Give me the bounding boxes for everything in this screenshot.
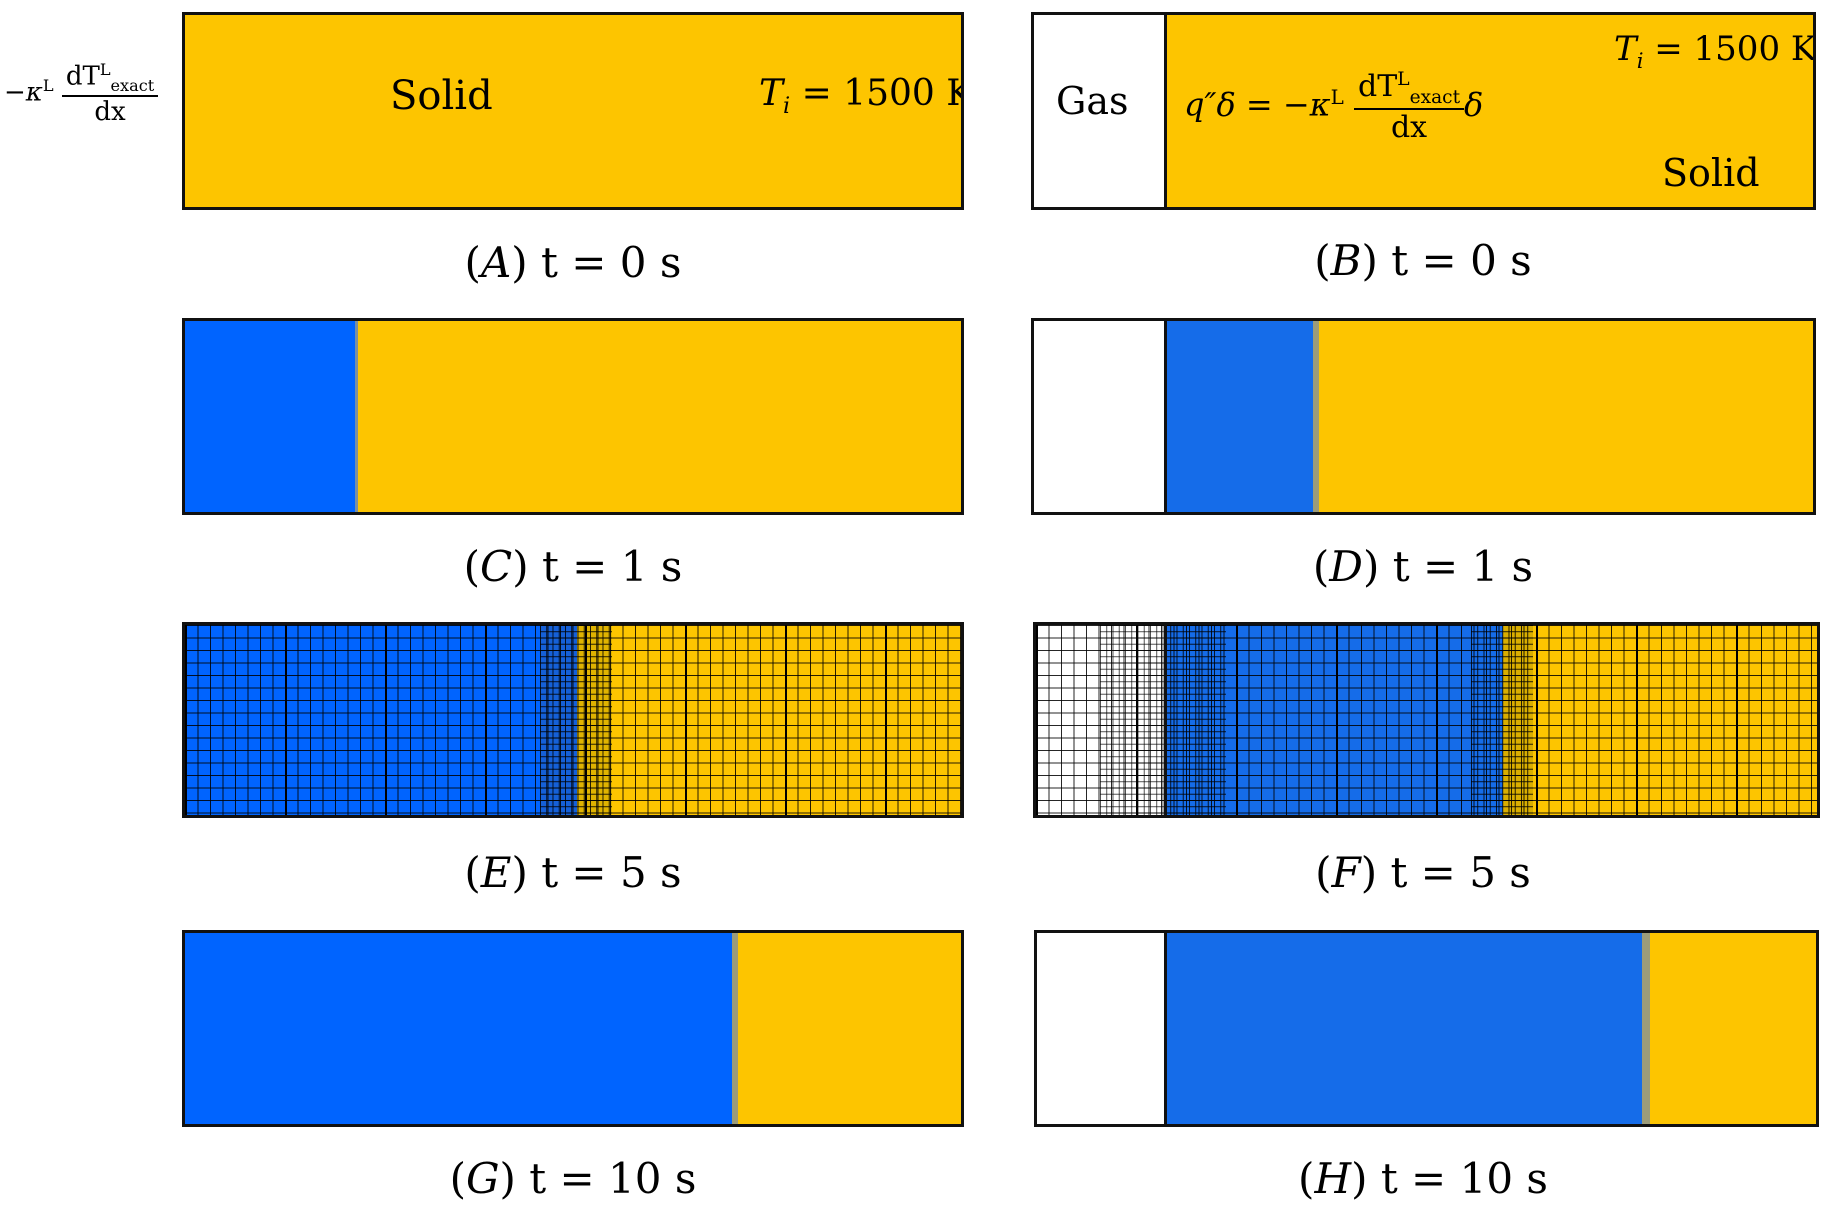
panel-g-interface	[732, 933, 738, 1124]
panel-b-gas-region	[1034, 15, 1164, 207]
caption-d: (D) t = 1 s	[1312, 542, 1534, 591]
caption-a: (A) t = 0 s	[464, 238, 682, 287]
panel-a: Solid Ti = 1500 K	[182, 12, 964, 210]
panel-a-flux-expression: −κL dTLexact dx	[4, 60, 159, 127]
panel-b-q-right: δ	[1464, 85, 1484, 124]
panel-h-liquid-region	[1167, 933, 1642, 1124]
caption-d-letter: D	[1329, 542, 1363, 591]
flux-fraction: dTLexact dx	[61, 60, 159, 127]
panel-b-solid-label: Solid	[1662, 151, 1760, 195]
flux-num-sub: exact	[110, 75, 155, 95]
flux-kappa-sup: L	[42, 75, 54, 95]
flux-kappa: −κ	[4, 77, 43, 108]
panel-d-interface	[1313, 321, 1319, 512]
panel-h	[1034, 930, 1819, 1127]
panel-h-gas-region	[1037, 933, 1164, 1124]
panel-a-solid-label: Solid	[390, 73, 493, 119]
caption-g-time: t = 10 s	[529, 1154, 697, 1203]
caption-f-letter: F	[1331, 848, 1361, 897]
caption-f: (F) t = 5 s	[1315, 848, 1531, 897]
caption-f-time: t = 5 s	[1390, 848, 1531, 897]
panel-b-num-sup: L	[1397, 69, 1410, 90]
panel-d-gas-region	[1034, 321, 1164, 512]
panel-g	[182, 930, 964, 1127]
panel-b-num-sub: exact	[1409, 87, 1461, 108]
flux-denominator: dx	[94, 96, 126, 127]
panel-b-numerator: dTLexact	[1354, 69, 1465, 110]
caption-h-time: t = 10 s	[1380, 1154, 1548, 1203]
caption-e: (E) t = 5 s	[464, 848, 682, 897]
caption-c-time: t = 1 s	[541, 542, 683, 591]
panel-a-ti-value: = 1500 K	[801, 73, 964, 114]
panel-b: Gas Ti = 1500 K q″δ = −κL dTLexact dx δ …	[1031, 12, 1816, 210]
caption-a-letter: A	[480, 238, 512, 287]
panel-f	[1033, 622, 1820, 818]
caption-a-time: t = 0 s	[541, 238, 682, 287]
panel-b-ti-label: Ti = 1500 K	[1614, 29, 1816, 73]
panel-h-gas-boundary	[1164, 933, 1167, 1124]
panel-h-interface	[1642, 933, 1650, 1124]
flux-num-text: dT	[65, 61, 100, 92]
panel-b-gas-label: Gas	[1056, 79, 1129, 123]
panel-b-gas-boundary	[1164, 15, 1167, 207]
caption-b-letter: B	[1330, 236, 1362, 285]
panel-b-flux-expression: q″δ = −κL dTLexact dx δ	[1184, 69, 1483, 145]
panel-a-ti-label: Ti = 1500 K	[759, 73, 964, 119]
panel-e-block-lines	[185, 625, 961, 815]
caption-g-letter: G	[465, 1154, 500, 1203]
panel-g-liquid-region	[185, 933, 732, 1124]
panel-d	[1031, 318, 1816, 515]
caption-e-letter: E	[480, 848, 512, 897]
panel-e	[182, 622, 964, 818]
panel-c	[182, 318, 964, 515]
panel-f-gas-boundary	[1164, 625, 1167, 815]
panel-b-q-sup: L	[1330, 85, 1344, 109]
caption-h-letter: H	[1314, 1154, 1352, 1203]
caption-c: (C) t = 1 s	[463, 542, 683, 591]
panel-b-num-text: dT	[1358, 69, 1398, 104]
panel-d-gas-boundary	[1164, 321, 1167, 512]
panel-b-fraction: dTLexact dx	[1354, 69, 1465, 145]
caption-h: (H) t = 10 s	[1298, 1154, 1548, 1203]
panel-b-denominator: dx	[1390, 110, 1428, 145]
panel-b-ti-value: = 1500 K	[1654, 29, 1816, 69]
caption-e-time: t = 5 s	[541, 848, 682, 897]
caption-b-time: t = 0 s	[1391, 236, 1532, 285]
caption-c-letter: C	[480, 542, 513, 591]
flux-numerator: dTLexact	[61, 60, 159, 97]
caption-b: (B) t = 0 s	[1314, 236, 1532, 285]
caption-g: (G) t = 10 s	[449, 1154, 697, 1203]
panel-b-q-left: q″δ = −κ	[1184, 85, 1331, 124]
caption-d-time: t = 1 s	[1392, 542, 1534, 591]
panel-c-interface	[355, 321, 358, 512]
panel-d-liquid-region	[1167, 321, 1313, 512]
flux-num-sup: L	[99, 60, 111, 79]
panel-f-block-lines	[1036, 625, 1817, 815]
panel-c-liquid-region	[185, 321, 355, 512]
